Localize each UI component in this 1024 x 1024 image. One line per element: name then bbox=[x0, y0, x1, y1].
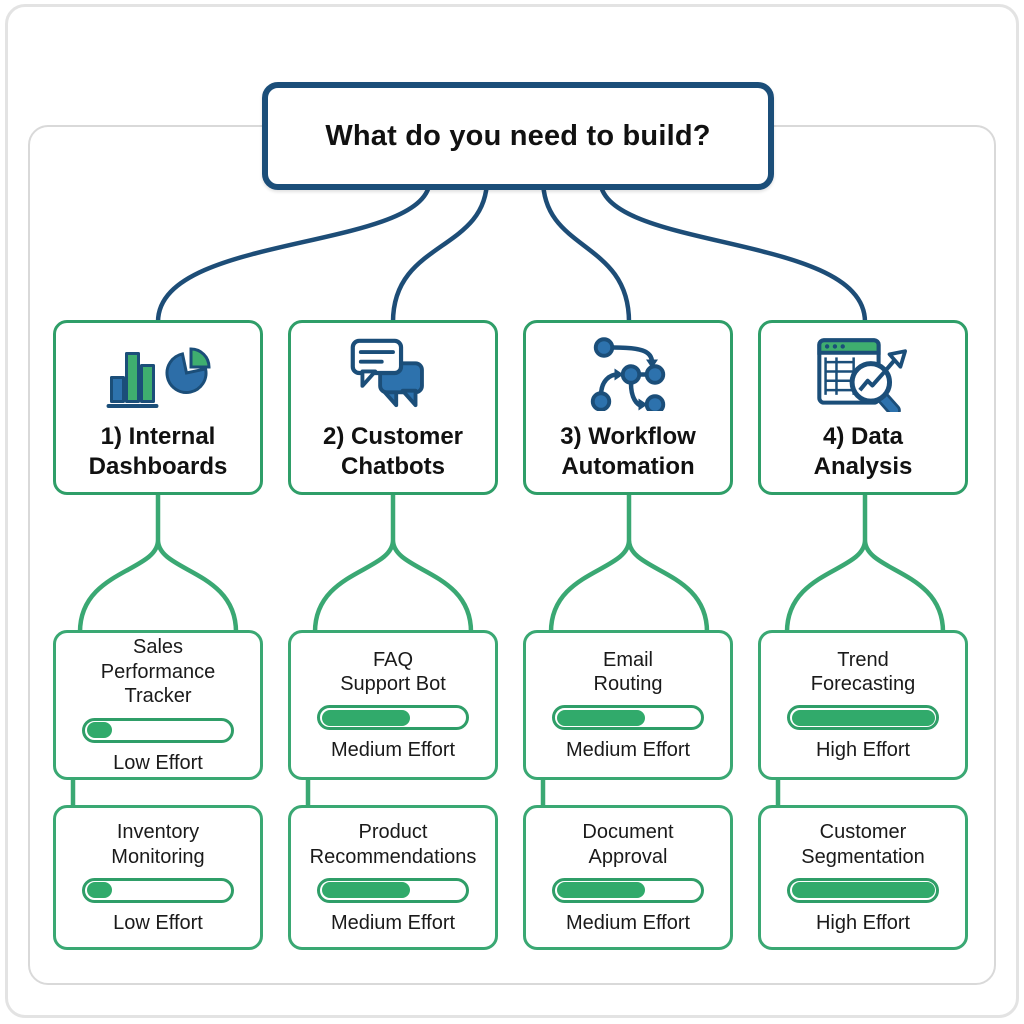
effort-progress-bar bbox=[787, 705, 939, 731]
category-card-data-analysis: 4) Data Analysis bbox=[758, 320, 968, 495]
task-card-inventory-monitoring: Inventory Monitoring Low Effort bbox=[53, 805, 263, 950]
effort-progress-fill bbox=[321, 709, 411, 726]
effort-progress-fill bbox=[556, 709, 646, 726]
effort-progress-fill bbox=[556, 882, 646, 899]
task-card-customer-segmentation: Customer Segmentation High Effort bbox=[758, 805, 968, 950]
category-label: 1) Internal Dashboards bbox=[88, 422, 228, 480]
task-title: Trend Forecasting bbox=[810, 648, 916, 695]
effort-progress-bar bbox=[552, 877, 704, 903]
workflow-nodes-icon bbox=[580, 334, 676, 412]
effort-label: Medium Effort bbox=[330, 739, 456, 762]
category-card-internal-dashboards: 1) Internal Dashboards bbox=[53, 320, 263, 495]
task-title: Product Recommendations bbox=[309, 821, 477, 868]
task-title: Customer Segmentation bbox=[801, 821, 925, 868]
effort-progress-bar bbox=[317, 705, 469, 731]
effort-label: High Effort bbox=[815, 739, 911, 762]
root-question-text: What do you need to build? bbox=[325, 119, 711, 152]
connector-title-to-col4 bbox=[597, 176, 868, 325]
category-card-customer-chatbots: 2) Customer Chatbots bbox=[288, 320, 498, 495]
connector-title-to-col3 bbox=[540, 176, 632, 325]
effort-label: Low Effort bbox=[113, 751, 203, 774]
effort-progress-bar bbox=[552, 705, 704, 731]
task-card-faq-support-bot: FAQ Support Bot Medium Effort bbox=[288, 630, 498, 780]
task-title: Inventory Monitoring bbox=[111, 821, 205, 868]
task-card-trend-forecasting: Trend Forecasting High Effort bbox=[758, 630, 968, 780]
task-title: Document Approval bbox=[582, 821, 674, 868]
task-card-sales-performance-tracker: Sales Performance Tracker Low Effort bbox=[53, 630, 263, 780]
category-label: 3) Workflow Automation bbox=[560, 422, 696, 480]
bar-and-pie-chart-icon bbox=[104, 334, 212, 412]
effort-progress-bar bbox=[787, 877, 939, 903]
effort-label: Low Effort bbox=[113, 911, 203, 934]
category-label: 4) Data Analysis bbox=[813, 422, 913, 480]
task-title: Email Routing bbox=[593, 648, 663, 695]
effort-progress-bar bbox=[82, 717, 234, 743]
effort-progress-bar bbox=[317, 877, 469, 903]
chat-bubbles-icon bbox=[343, 334, 443, 412]
task-title: Sales Performance Tracker bbox=[100, 636, 216, 708]
connector-title-to-col2 bbox=[390, 176, 490, 325]
task-card-email-routing: Email Routing Medium Effort bbox=[523, 630, 733, 780]
effort-progress-fill bbox=[791, 882, 935, 899]
connector-col1-stem bbox=[77, 490, 239, 635]
task-card-product-recommendations: Product Recommendations Medium Effort bbox=[288, 805, 498, 950]
effort-progress-fill bbox=[321, 882, 411, 899]
category-card-workflow-automation: 3) Workflow Automation bbox=[523, 320, 733, 495]
effort-progress-fill bbox=[86, 882, 113, 899]
spreadsheet-magnifier-icon bbox=[813, 334, 913, 412]
effort-label: High Effort bbox=[815, 911, 911, 934]
connector-title-to-col1 bbox=[155, 176, 433, 325]
task-title: FAQ Support Bot bbox=[340, 648, 446, 695]
effort-label: Medium Effort bbox=[330, 911, 456, 934]
effort-progress-bar bbox=[82, 877, 234, 903]
effort-progress-fill bbox=[86, 722, 113, 739]
root-question-box: What do you need to build? bbox=[262, 82, 774, 190]
connector-col2-stem bbox=[312, 490, 474, 635]
category-label: 2) Customer Chatbots bbox=[322, 422, 464, 480]
connector-col3-stem bbox=[548, 490, 710, 635]
effort-progress-fill bbox=[791, 709, 935, 726]
task-card-document-approval: Document Approval Medium Effort bbox=[523, 805, 733, 950]
effort-label: Medium Effort bbox=[565, 739, 691, 762]
connector-col4-stem bbox=[784, 490, 946, 635]
effort-label: Medium Effort bbox=[565, 911, 691, 934]
